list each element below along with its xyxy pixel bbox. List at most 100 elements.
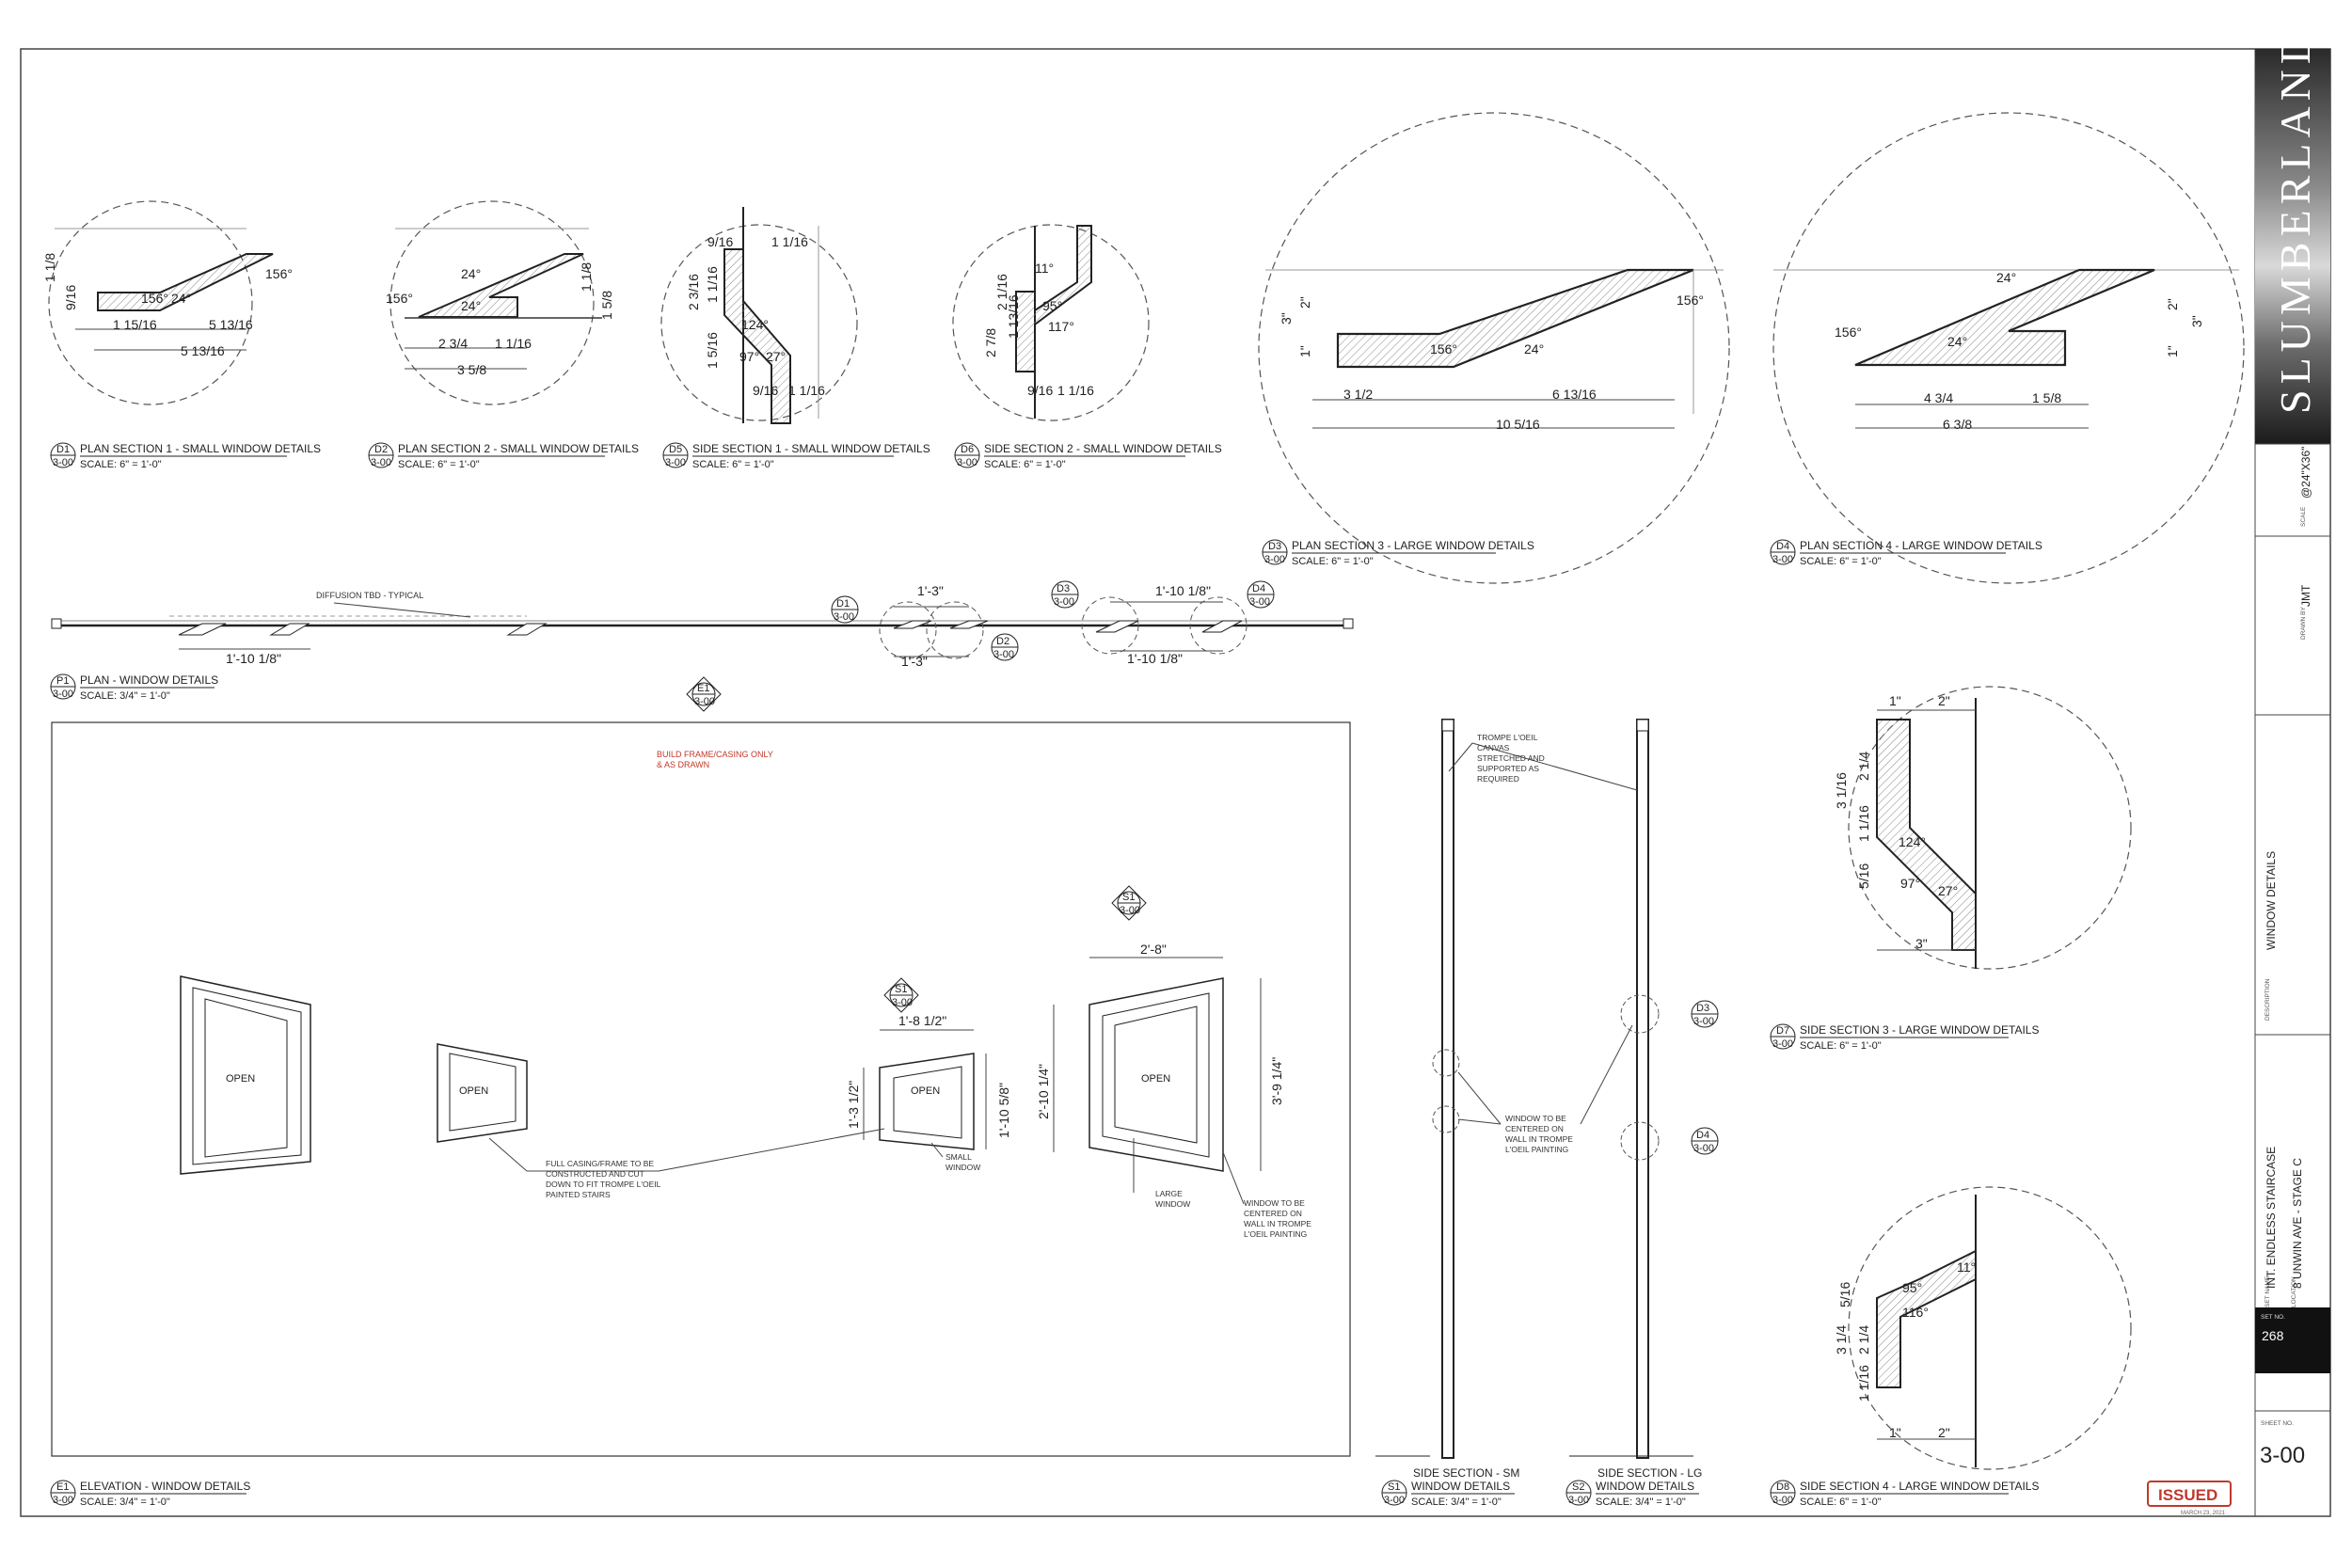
d1-w1: 1 15/16 [113, 317, 157, 332]
plan-dim-b: 1'-3" [917, 583, 944, 598]
svg-text:SIDE SECTION - LG: SIDE SECTION - LG [1597, 1466, 1702, 1480]
d7-a1: 124° [1899, 834, 1926, 849]
open-label-3: OPEN [911, 1085, 940, 1097]
d8-h4: 1 1/16 [1856, 1365, 1871, 1402]
note-small-1: SMALL [946, 1152, 972, 1162]
svg-text:3-00: 3-00 [1568, 1495, 1589, 1506]
detail-d7: 1" 2" 2 1/4 3 1/16 1 1/16 5/16 124° 97° … [1834, 686, 2132, 970]
d1-angle-r: 156° [265, 266, 293, 281]
d4-w1: 4 3/4 [1924, 390, 1953, 405]
d1-angle: 156° [141, 291, 168, 306]
svg-text:E1: E1 [56, 1481, 69, 1493]
note-trompe-5: REQUIRED [1477, 774, 1519, 784]
caption-d8: D8 3-00 SIDE SECTION 4 - LARGE WINDOW DE… [1770, 1480, 2039, 1508]
d5-b2: 1 1/16 [788, 383, 825, 398]
svg-text:PLAN SECTION 1 - SMALL WINDOW: PLAN SECTION 1 - SMALL WINDOW DETAILS [80, 442, 321, 455]
d1-h2: 9/16 [63, 285, 78, 310]
location-label: LOCATION [2291, 1276, 2297, 1307]
sheet-no-label: SHEET NO. [2261, 1420, 2294, 1427]
d7-bottom: 3" [1915, 936, 1928, 951]
note-center-4: L'OEIL PAINTING [1244, 1229, 1307, 1239]
d6-top: 11° [1035, 261, 1054, 276]
note-center-3: WALL IN TROMPE [1244, 1219, 1311, 1228]
d4-h3: 1" [2165, 345, 2180, 357]
svg-text:S1: S1 [1388, 1481, 1400, 1493]
tag-d4-section[interactable]: D4 3-00 [1691, 1127, 1719, 1155]
issued-stamp: ISSUED MARCH 23, 2021 [2147, 1481, 2232, 1516]
svg-text:3-00: 3-00 [53, 457, 73, 468]
tag-s1-elev-b[interactable]: S1 3-00 [1111, 885, 1147, 921]
plan-dim-c: 1'-3" [901, 654, 928, 669]
drawn-by-label: DRAWN BY [2300, 607, 2307, 640]
d7-a2: 97° [1900, 876, 1920, 891]
d3-angle: 156° [1677, 293, 1704, 308]
d7-h1: 2 1/4 [1856, 752, 1871, 781]
d5-top1: 9/16 [707, 234, 733, 249]
d3-w3: 10 5/16 [1496, 417, 1540, 432]
caption-d4: D4 3-00 PLAN SECTION 4 - LARGE WINDOW DE… [1770, 539, 2042, 567]
note-casing-3: DOWN TO FIT TROMPE L'OEIL [546, 1180, 661, 1189]
d5-h2: 1 1/16 [705, 266, 720, 303]
note-casing-2: CONSTRUCTED AND CUT [546, 1169, 644, 1179]
d8-a2: 11° [1957, 1259, 1976, 1275]
svg-text:SIDE SECTION - SM: SIDE SECTION - SM [1413, 1466, 1519, 1480]
note-trompe-2: CANVAS [1477, 743, 1510, 752]
plan-dim-d: 1'-10 1/8" [1155, 583, 1211, 598]
svg-text:3-00: 3-00 [1693, 1016, 1714, 1027]
caption-d3: D3 3-00 PLAN SECTION 3 - LARGE WINDOW DE… [1262, 539, 1534, 567]
d2-angle: 156° [386, 291, 413, 306]
set-no-panel [2255, 1307, 2330, 1373]
d5-angle3: 27° [766, 349, 786, 364]
note-casing-4: PAINTED STAIRS [546, 1190, 611, 1199]
tag-e1-plan[interactable]: E1 3-00 [686, 676, 722, 712]
d5-angle1: 124° [741, 317, 769, 332]
tag-d3-plan[interactable]: D3 3-00 [1051, 580, 1079, 609]
svg-text:SCALE: 6" = 1'-0": SCALE: 6" = 1'-0" [1292, 556, 1374, 567]
svg-text:3-00: 3-00 [1772, 554, 1793, 565]
caption-s1: S1 3-00 SIDE SECTION - SM WINDOW DETAILS… [1381, 1466, 1519, 1508]
d8-h1: 5/16 [1837, 1282, 1852, 1307]
plan-window-details: DIFFUSION TBD - TYPICAL 1'-10 1/8" 1'-3"… [51, 580, 1354, 712]
open-label-4: OPEN [1141, 1073, 1170, 1085]
tag-d1-plan[interactable]: D1 3-00 [831, 595, 859, 624]
plan-dim-e: 1'-10 1/8" [1127, 651, 1183, 666]
svg-text:D4: D4 [1696, 1130, 1709, 1141]
svg-text:3-00: 3-00 [665, 457, 686, 468]
svg-text:D1: D1 [56, 444, 70, 455]
caption-e1: E1 3-00 ELEVATION - WINDOW DETAILS SCALE… [50, 1480, 250, 1508]
location-value: 8 UNWIN AVE - STAGE C [2291, 1158, 2304, 1289]
stamp-date: MARCH 23, 2021 [2181, 1511, 2226, 1516]
open-label-2: OPEN [459, 1085, 488, 1097]
d6-h1: 2 1/16 [994, 274, 1009, 310]
svg-text:SIDE SECTION 4 - LARGE WINDOW: SIDE SECTION 4 - LARGE WINDOW DETAILS [1800, 1480, 2039, 1493]
tag-d4-plan[interactable]: D4 3-00 [1247, 580, 1275, 609]
svg-text:D5: D5 [669, 444, 682, 455]
d6-a1: 95° [1042, 298, 1062, 313]
d4-w3: 6 3/8 [1943, 417, 1972, 432]
d2-h1: 1 1/8 [579, 262, 594, 292]
tag-d3-section[interactable]: D3 3-00 [1691, 1000, 1719, 1028]
note-small-2: WINDOW [946, 1163, 980, 1172]
detail-d4: 156° 24° 24° 2" 3" 1" 4 3/4 1 5/8 6 3/8 [1772, 112, 2245, 584]
svg-text:SCALE: 3/4" = 1'-0": SCALE: 3/4" = 1'-0" [1596, 1497, 1686, 1508]
d6-h2: 1 13/16 [1006, 294, 1021, 339]
d5-h3: 1 5/16 [705, 332, 720, 369]
caption-s2: S2 3-00 SIDE SECTION - LG WINDOW DETAILS… [1565, 1466, 1702, 1508]
d8-b2: 2" [1938, 1425, 1950, 1440]
d6-h3: 2 7/8 [983, 328, 998, 357]
d1-w3: 5 13/16 [181, 343, 225, 358]
sheet-no-value: 3-00 [2260, 1443, 2305, 1468]
svg-text:WINDOW DETAILS: WINDOW DETAILS [1596, 1480, 1694, 1493]
d1-h1: 1 1/8 [42, 253, 57, 282]
title-block: SLUMBERLAND SCALE @24"X36" DRAWN BY JMT … [2254, 27, 2330, 1516]
dim-sw-w: 1'-8 1/2" [898, 1013, 946, 1028]
d2-w1: 2 3/4 [438, 336, 468, 351]
caption-p1: P1 3-00 PLAN - WINDOW DETAILS SCALE: 3/4… [50, 673, 218, 702]
tag-d2-plan[interactable]: D2 3-00 [991, 633, 1019, 661]
tag-s1-elev-a[interactable]: S1 3-00 [883, 977, 919, 1013]
d3-h3: 1" [1297, 345, 1312, 357]
svg-text:SIDE SECTION 3 - LARGE WINDOW: SIDE SECTION 3 - LARGE WINDOW DETAILS [1800, 1023, 2039, 1037]
svg-text:D2: D2 [996, 636, 1009, 647]
d4-angle: 156° [1835, 325, 1862, 340]
svg-text:3-00: 3-00 [694, 696, 715, 707]
